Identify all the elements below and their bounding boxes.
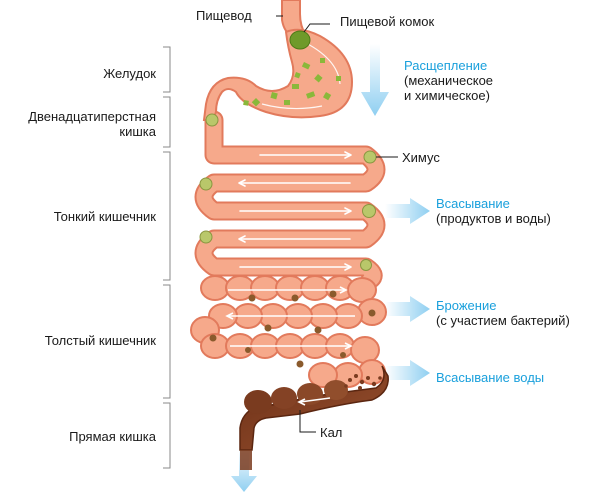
label-food-bolus: Пищевой комок — [340, 14, 435, 29]
flow-arrows-large — [225, 286, 355, 350]
large-intestine — [190, 275, 387, 388]
breakdown-arrow — [361, 44, 389, 116]
bracket-duodenum — [163, 96, 171, 148]
small-intestine-body — [196, 112, 384, 288]
fermentation-arrow — [385, 296, 430, 322]
bracket-small-intestine — [163, 151, 171, 281]
process-fermentation-title: Брожение — [436, 298, 497, 313]
colon-row-4 — [308, 359, 386, 388]
label-chyme: Химус — [402, 150, 440, 165]
process-fermentation-detail: (с участием бактерий) — [436, 313, 570, 328]
label-feces: Кал — [320, 425, 343, 440]
absorption-arrow — [385, 198, 430, 224]
label-esophagus: Пищевод — [196, 8, 252, 23]
section-label-duodenum-line2: кишка — [119, 124, 156, 139]
process-water-absorption: Всасывание воды — [436, 370, 545, 385]
rectum — [239, 365, 389, 470]
section-brackets — [163, 46, 171, 469]
process-breakdown-line2: и химическое) — [404, 88, 490, 103]
stomach-food-pieces — [243, 58, 341, 107]
process-absorption-detail: (продуктов и воды) — [436, 211, 551, 226]
process-breakdown-line1: (механическое — [404, 73, 494, 88]
leader-lines — [276, 15, 398, 433]
section-label-large-intestine: Толстый кишечник — [44, 333, 156, 348]
colon-row-1 — [200, 275, 377, 303]
water-absorption-arrow — [385, 360, 430, 386]
chyme-spheres — [199, 113, 377, 271]
flow-arrows-small — [238, 151, 352, 271]
stomach-body — [202, 28, 354, 121]
colon-row-3 — [200, 333, 380, 364]
bracket-stomach — [163, 46, 171, 93]
section-label-duodenum: Двенадцатиперстная кишка — [0, 109, 156, 139]
rectum-flow-arrow — [299, 397, 331, 403]
stomach — [202, 0, 354, 121]
section-label-duodenum-line1: Двенадцатиперстная — [28, 109, 156, 124]
feces-particles — [344, 374, 382, 390]
process-breakdown: Расщепление (механическое и химическое) — [404, 58, 493, 103]
small-intestine-outline — [194, 110, 386, 290]
rectum-exit — [240, 450, 252, 470]
section-label-stomach: Желудок — [103, 66, 156, 81]
section-label-rectum: Прямая кишка — [69, 429, 156, 444]
bracket-rectum — [163, 402, 171, 469]
bracket-large-intestine — [163, 284, 171, 399]
process-absorption-title: Всасывание — [436, 196, 510, 211]
section-label-small-intestine: Тонкий кишечник — [53, 209, 156, 224]
process-absorption: Всасывание (продуктов и воды) — [436, 196, 551, 226]
colon-contents — [209, 290, 376, 368]
small-intestine — [194, 110, 386, 290]
process-fermentation: Брожение (с участием бактерий) — [436, 298, 570, 328]
food-bolus — [289, 30, 311, 50]
process-breakdown-title: Расщепление — [404, 58, 488, 73]
